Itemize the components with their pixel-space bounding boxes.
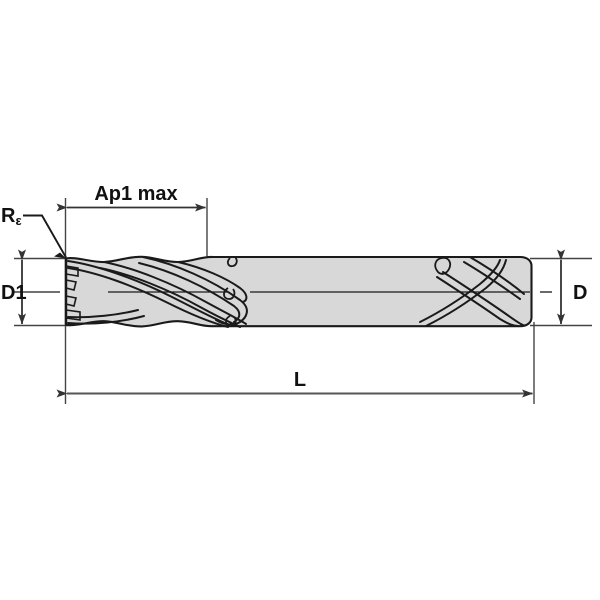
tip-relief-2 (65, 279, 77, 291)
dimension-label-d1: D1 (1, 282, 27, 304)
end-mill-body (14, 255, 552, 328)
shank-flute-3 (419, 259, 501, 323)
re-base-text: R (1, 205, 16, 227)
flute-line-6 (67, 315, 145, 325)
flute-line-3 (142, 256, 248, 326)
dimension-label-l: L (294, 369, 306, 391)
flute-line-2b (99, 267, 241, 328)
flute-helix-group (65, 256, 248, 328)
shank-flute-1b (436, 276, 519, 327)
nub-bottom (225, 315, 237, 327)
dimension-label-d: D (573, 282, 587, 304)
shank-helix-group (419, 256, 525, 327)
tip-relief-4 (65, 309, 81, 321)
nub-top (226, 256, 238, 268)
dimension-d: D (557, 249, 587, 325)
dimension-label-re: Rε (1, 205, 22, 228)
leader-arrowhead-re (54, 252, 66, 259)
leader-line-re (23, 214, 67, 258)
tip-relief-3 (65, 295, 77, 307)
flute-line-1b (67, 267, 229, 328)
shank-flute-1 (442, 271, 524, 326)
dimension-d1: D1 (1, 249, 27, 325)
shank-flute-nub (434, 257, 452, 275)
shank-flute-2 (469, 256, 525, 295)
dimension-label-ap1-max: Ap1 max (94, 183, 177, 205)
shank-flute-2b (463, 261, 521, 300)
dimension-ap1-max: Ap1 max (56, 183, 206, 212)
flute-line-1 (67, 260, 233, 327)
flute-line-5 (67, 309, 139, 319)
shank-flute-3b (425, 259, 507, 327)
dimension-corner-radius: Rε (1, 205, 67, 259)
dimension-l: L (56, 369, 533, 398)
re-subscript-text: ε (15, 213, 21, 228)
tip-relief-1 (65, 265, 79, 277)
flute-line-3b (138, 262, 241, 323)
flute-line-4 (177, 261, 248, 303)
